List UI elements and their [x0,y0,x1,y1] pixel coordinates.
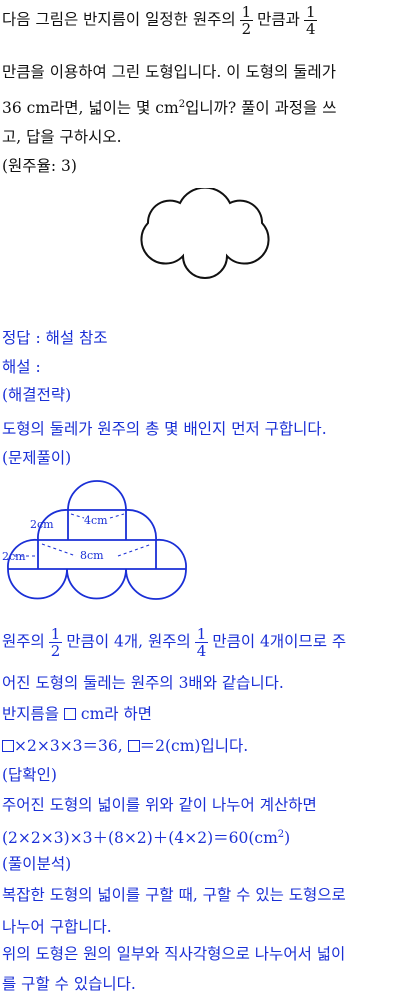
analysis-line-4: 를 구할 수 있습니다. [2,975,136,993]
answer-line: 정답 : 해설 참조 [2,329,108,347]
question-line-2: 만큼을 이용하여 그린 도형입니다. 이 도형의 둘레가 [2,63,336,81]
solution-line-3: 반지름을 cm라 하면 [2,705,153,723]
blank-box [127,740,140,752]
label-8cm: 8cm [80,549,104,562]
strategy-text: 도형의 둘레가 원주의 총 몇 배인지 먼저 구합니다. [2,420,327,438]
label-2cm-upper: 2cm [30,518,54,531]
blank-box [63,708,76,720]
check-line-2: (2×2×3)×3＋(8×2)＋(4×2)＝60(cm2) [2,829,291,847]
solution-heading: (문제풀이) [2,449,72,467]
solution-diagram: 4cm 8cm 2cm 2cm [2,480,187,600]
question-line-4: 고, 답을 구하시오. [2,128,122,146]
question-text: 다음 그림은 반지름이 일정한 원주의 [2,10,236,29]
cloud-figure [140,188,270,279]
explanation-heading: 해설 : [2,358,41,376]
check-heading: (답확인) [2,766,57,784]
solution-line-2: 어진 도형의 둘레는 원주의 3배와 같습니다. [2,674,284,692]
label-2cm-lower: 2cm [2,550,26,563]
analysis-line-3: 위의 도형은 원의 일부와 직사각형으로 나누어서 넓이 [2,945,346,963]
analysis-line-1: 복잡한 도형의 넓이를 구할 때, 구할 수 있는 도형으로 [2,886,346,904]
question-text: 만큼과 [257,10,300,29]
strategy-heading: (해결전략) [2,386,72,404]
question-line-5: (원주율: 3) [2,157,77,175]
analysis-heading: (풀이분석) [2,855,72,873]
solution-line-4: ×2×3×3＝36, ＝2(cm)입니다. [2,736,248,756]
question-line-3: 36 cm라면, 넓이는 몇 cm2입니까? 풀이 과정을 쓰 [2,99,337,117]
check-line-1: 주어진 도형의 넓이를 위와 같이 나누어 계산하면 [2,796,317,814]
label-4cm: 4cm [84,514,108,527]
blank-box [2,740,14,752]
analysis-line-2: 나누어 구합니다. [2,918,112,936]
